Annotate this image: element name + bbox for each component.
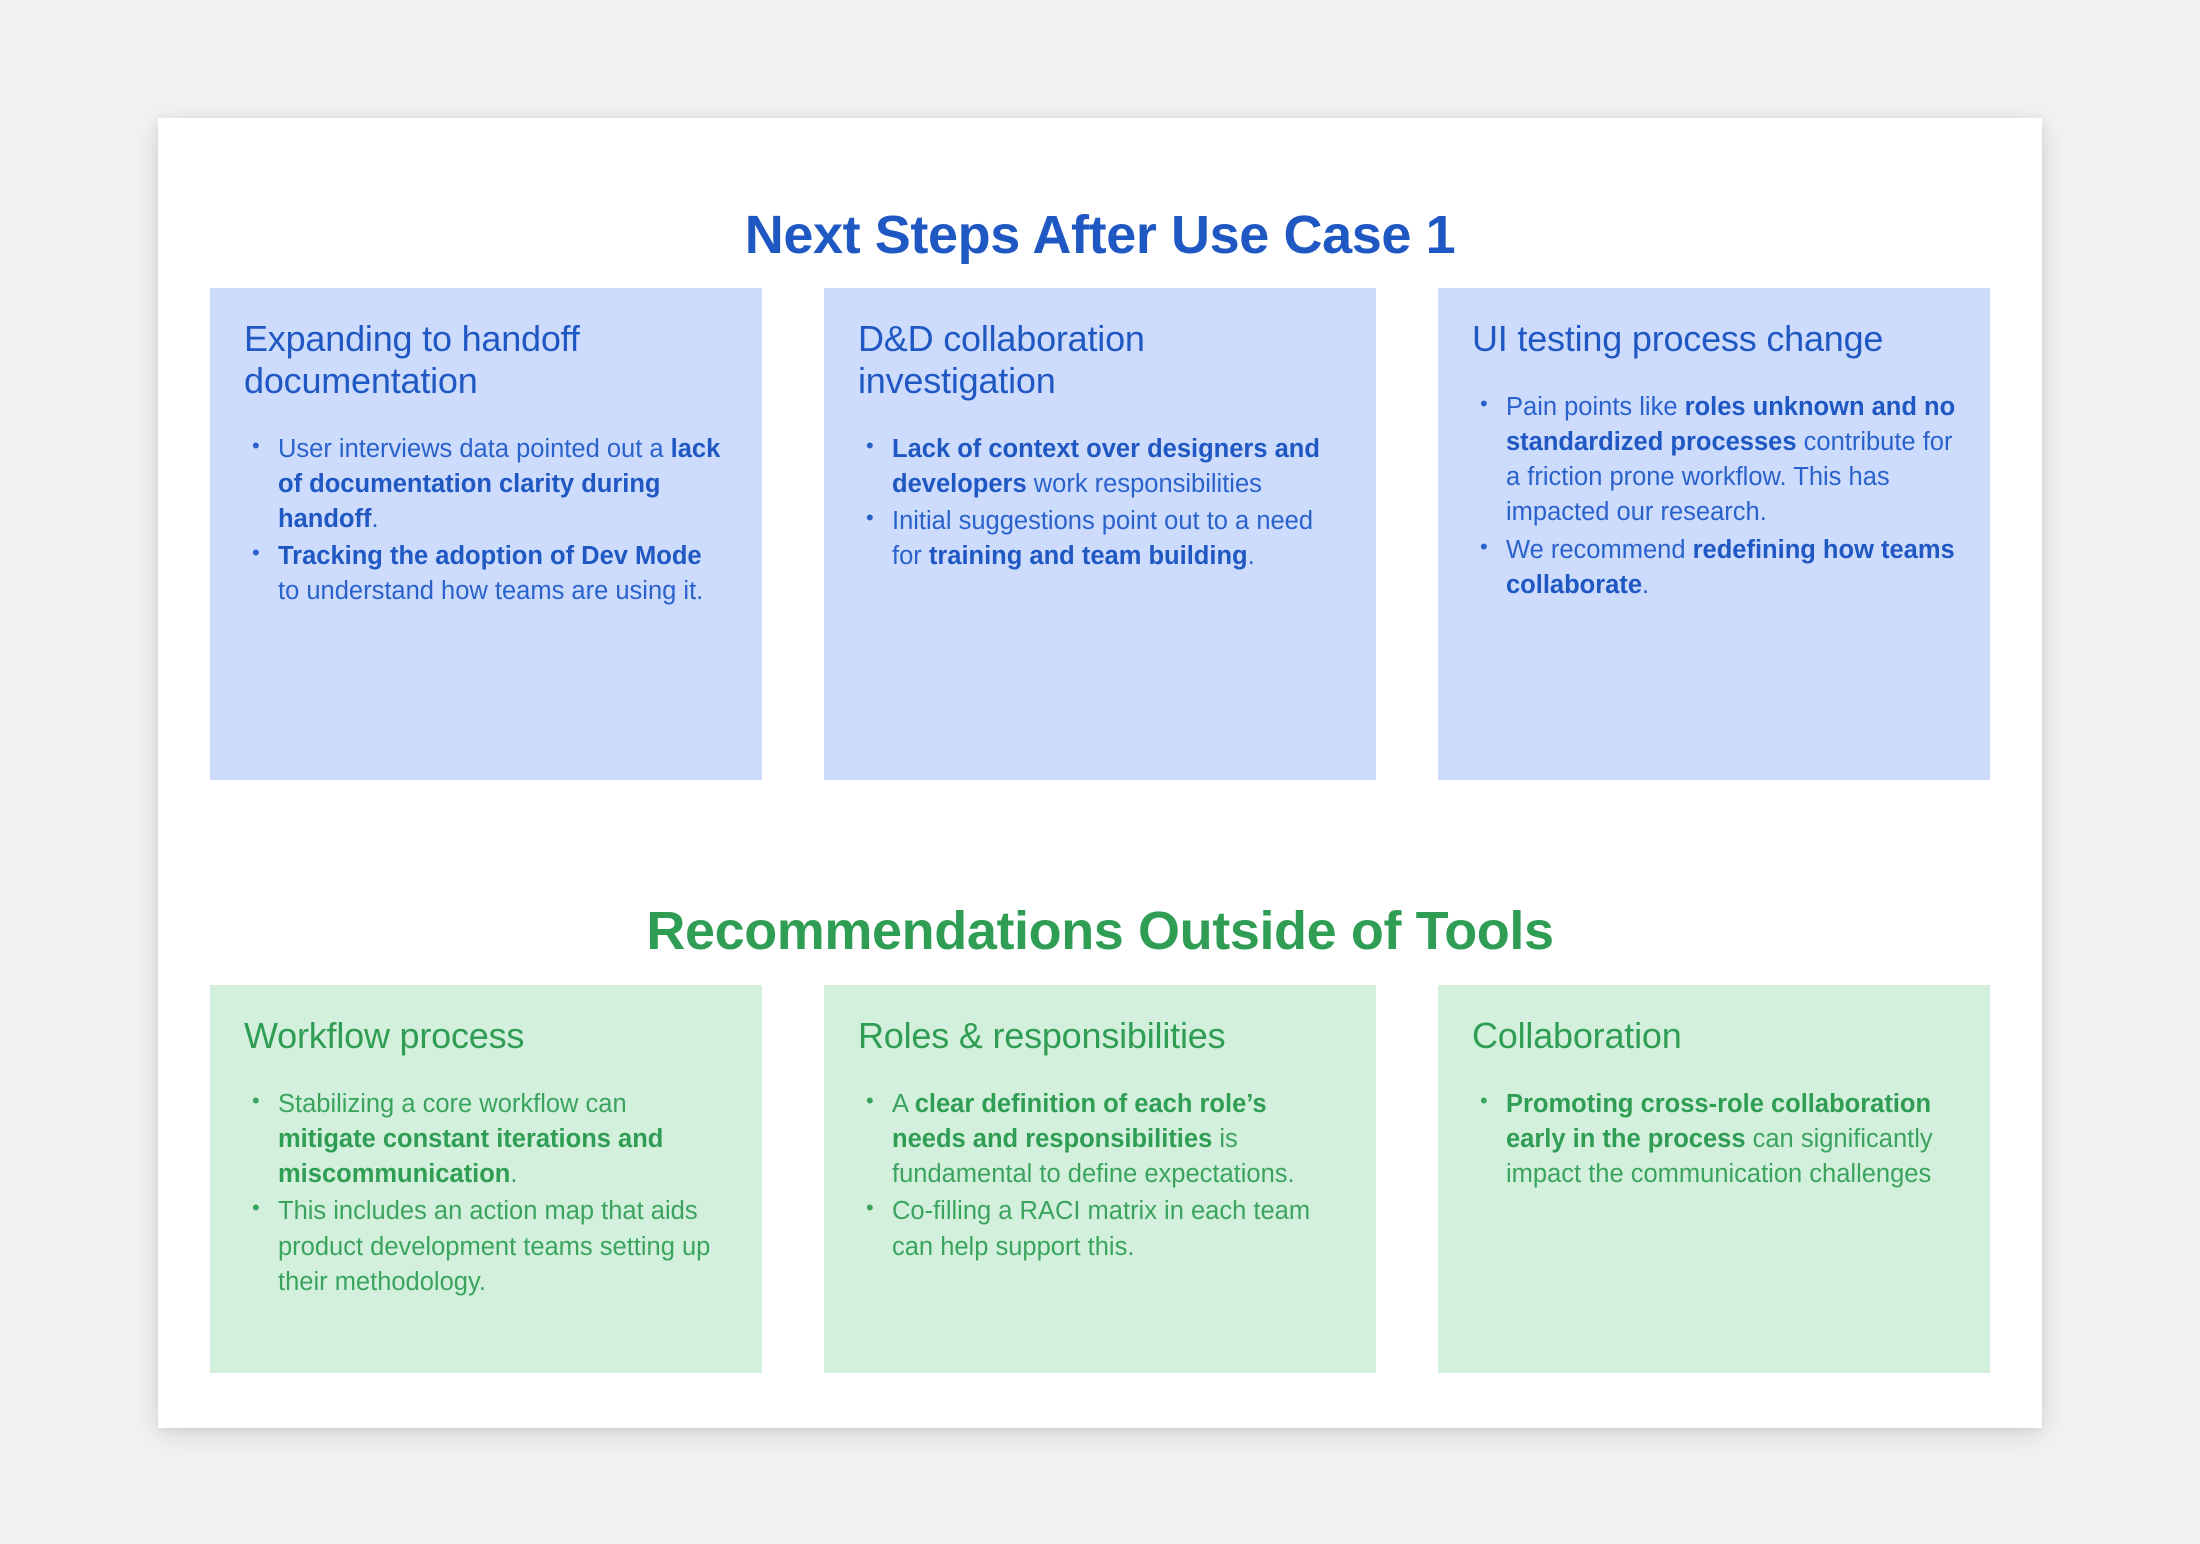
- bullet-text: Initial suggestions point out to a need …: [892, 506, 1314, 571]
- slide-panel: Next Steps After Use Case 1 Expanding to…: [158, 118, 2042, 1428]
- recommendations-heading: Recommendations Outside of Tools: [646, 901, 1554, 962]
- bullet-text: Co-filling a RACI matrix in each team ca…: [892, 1197, 1311, 1261]
- card-title: Roles & responsibilities: [858, 1015, 1226, 1056]
- card-workflow-process[interactable]: Workflow process Stabilizing a core work…: [210, 985, 762, 1373]
- list-item: This includes an action map that aids pr…: [244, 1193, 728, 1300]
- bullet-text: Pain points like roles unknown and no st…: [1506, 392, 1956, 527]
- bullet-text: Tracking the adoption of Dev Mode to und…: [278, 542, 704, 606]
- card-title: Workflow process: [244, 1015, 525, 1056]
- card-title: Expanding to handoff documentation: [244, 318, 580, 401]
- list-item: A clear definition of each role’s needs …: [858, 1086, 1342, 1193]
- card-collaboration[interactable]: Collaboration Promoting cross-role colla…: [1438, 985, 1990, 1373]
- bullet-text: We recommend redefining how teams collab…: [1506, 535, 1955, 599]
- card-roles-and-responsibilities[interactable]: Roles & responsibilities A clear definit…: [824, 985, 1376, 1373]
- bullet-list: User interviews data pointed out a lack …: [244, 431, 728, 610]
- recommendations-card-row: Workflow process Stabilizing a core work…: [210, 985, 1992, 1373]
- bullet-list: Stabilizing a core workflow can mitigate…: [244, 1086, 728, 1300]
- bullet-text: A clear definition of each role’s needs …: [892, 1089, 1295, 1189]
- card-title: UI testing process change: [1472, 318, 1884, 359]
- list-item: Co-filling a RACI matrix in each team ca…: [858, 1193, 1342, 1264]
- list-item: Promoting cross-role collaboration early…: [1472, 1086, 1956, 1193]
- bullet-text: User interviews data pointed out a lack …: [278, 434, 721, 533]
- card-expanding-to-handoff-documentation[interactable]: Expanding to handoff documentation User …: [210, 288, 762, 780]
- list-item: Pain points like roles unknown and no st…: [1472, 389, 1956, 531]
- next-steps-card-row: Expanding to handoff documentation User …: [210, 288, 1992, 780]
- bullet-list: Pain points like roles unknown and no st…: [1472, 389, 1956, 603]
- bullet-list: A clear definition of each role’s needs …: [858, 1086, 1342, 1265]
- bullet-text: Stabilizing a core workflow can mitigate…: [278, 1089, 664, 1189]
- bullet-list: Lack of context over designers and devel…: [858, 430, 1342, 575]
- list-item: We recommend redefining how teams collab…: [1472, 531, 1956, 603]
- card-ui-testing-process-change[interactable]: UI testing process change Pain points li…: [1438, 288, 1990, 780]
- bullet-text: Lack of context over designers and devel…: [892, 434, 1320, 498]
- next-steps-heading: Next Steps After Use Case 1: [744, 205, 1456, 266]
- bullet-list: Promoting cross-role collaboration early…: [1472, 1086, 1956, 1193]
- list-item: User interviews data pointed out a lack …: [244, 431, 728, 538]
- list-item: Initial suggestions point out to a need …: [858, 503, 1342, 574]
- card-title: Collaboration: [1472, 1015, 1682, 1056]
- list-item: Stabilizing a core workflow can mitigate…: [244, 1086, 728, 1193]
- bullet-text: Promoting cross-role collaboration early…: [1506, 1089, 1933, 1189]
- card-title: D&D collaboration investigation: [858, 318, 1145, 401]
- list-item: Tracking the adoption of Dev Mode to und…: [244, 538, 728, 609]
- list-item: Lack of context over designers and devel…: [858, 430, 1342, 502]
- card-dd-collaboration-investigation[interactable]: D&D collaboration investigation Lack of …: [824, 288, 1376, 780]
- bullet-text: This includes an action map that aids pr…: [278, 1197, 711, 1296]
